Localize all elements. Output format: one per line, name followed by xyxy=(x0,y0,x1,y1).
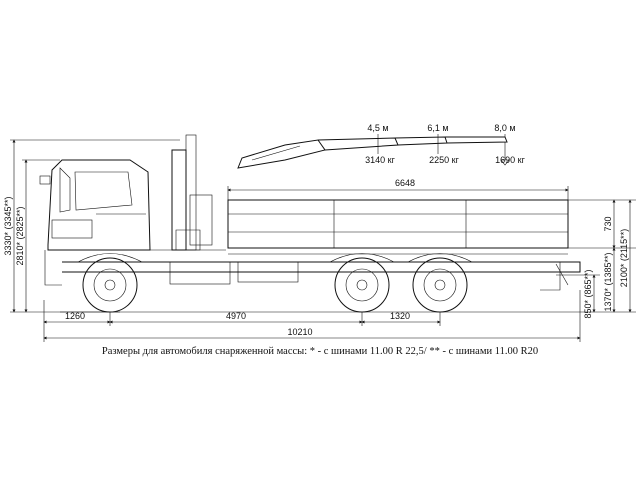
floor-height-label: 1370* (1385**) xyxy=(603,252,613,311)
dimensions-caption: Размеры для автомобиля снаряженной массы… xyxy=(101,346,539,357)
reach-3-label: 8,0 м xyxy=(494,123,515,133)
crane-boom xyxy=(237,136,510,169)
front-overhang-label: 1260 xyxy=(65,311,85,321)
horizontal-dimensions: 6648 1260 4970 1320 10210 xyxy=(43,178,581,342)
cab-height-label: 2810* (2825**) xyxy=(15,206,25,265)
truck-body xyxy=(39,134,581,291)
front-wheel xyxy=(82,257,138,313)
rear-wheel-2 xyxy=(412,257,468,313)
reach-2-label: 6,1 м xyxy=(427,123,448,133)
bogie-spacing-label: 1320 xyxy=(390,311,410,321)
overall-height-label: 3330* (3345**) xyxy=(3,196,13,255)
load-2-label: 2250 кг xyxy=(429,155,459,165)
body-length-label: 6648 xyxy=(395,178,415,188)
reach-1-label: 4,5 м xyxy=(367,123,388,133)
overall-length-label: 10210 xyxy=(287,327,312,337)
rear-step-height-label: 850* (865**) xyxy=(583,269,593,318)
crane-reach-labels: 4,5 м 3140 кг 6,1 м 2250 кг 8,0 м 1690 к… xyxy=(365,123,525,165)
left-vertical-dimensions: 3330* (3345**) 2810* (2825**) xyxy=(3,139,180,313)
load-3-label: 1690 кг xyxy=(495,155,525,165)
rear-wheel-1 xyxy=(334,257,390,313)
wheels xyxy=(77,253,473,313)
platform-height-label: 2100* (2115**) xyxy=(619,229,629,287)
right-vertical-dimensions: 730 2100* (2115**) 1370* (1385**) 850* (… xyxy=(556,199,636,319)
side-height-label: 730 xyxy=(603,216,613,231)
load-1-label: 3140 кг xyxy=(365,155,395,165)
wheelbase-label: 4970 xyxy=(226,311,246,321)
